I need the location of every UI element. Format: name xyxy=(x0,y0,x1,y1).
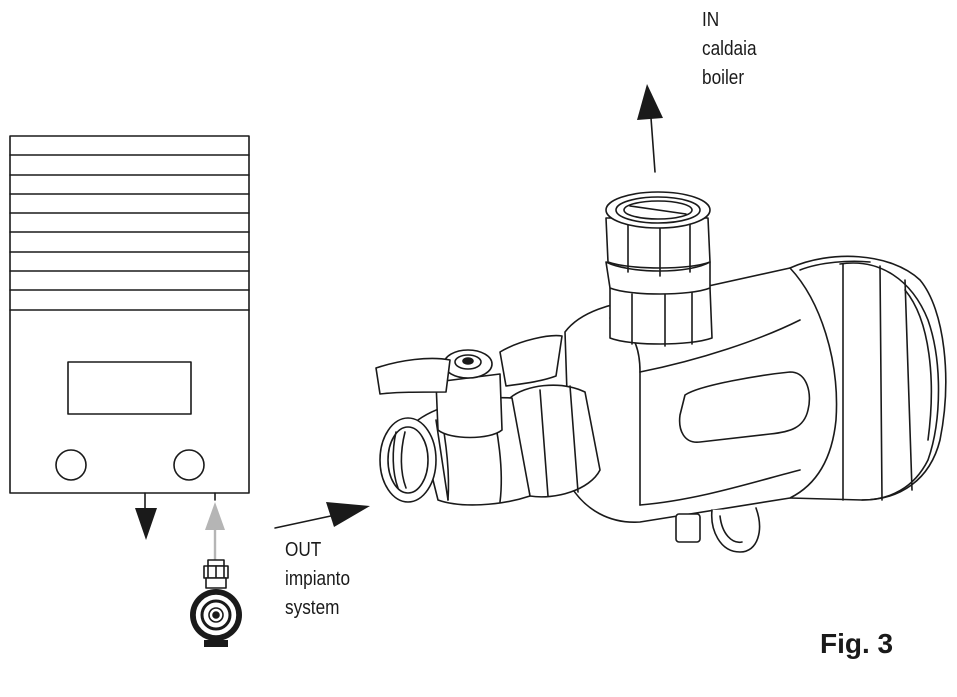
inlet-label-line-1: IN xyxy=(702,9,720,31)
boiler-display-panel xyxy=(67,361,192,415)
filter-union-nut xyxy=(509,384,601,498)
boiler-vent-grille xyxy=(9,154,250,311)
filter-inlet-fitting xyxy=(605,191,713,347)
inlet-label: IN caldaia boiler xyxy=(702,6,757,93)
valve-handle-left-wing xyxy=(375,357,451,395)
inlet-flow-arrow xyxy=(637,84,663,173)
valve-handle-right-wing xyxy=(499,334,563,387)
outlet-flow-arrow xyxy=(274,502,370,529)
inlet-label-line-3: boiler xyxy=(702,67,745,89)
outlet-label-line-3: system xyxy=(285,597,340,619)
filter-drain-valve xyxy=(675,507,761,553)
outlet-label: OUT impianto system xyxy=(285,536,350,623)
magnetic-filter xyxy=(375,191,947,553)
outlet-label-line-2: impianto xyxy=(285,568,351,590)
filter-inspection-window xyxy=(678,371,811,443)
ball-valve xyxy=(375,334,563,506)
boiler-flow-down-arrow xyxy=(135,492,157,540)
boiler-knob-right xyxy=(173,449,205,481)
boiler-unit xyxy=(9,135,250,494)
boiler-return-up-arrow xyxy=(205,492,225,564)
inlet-label-line-2: caldaia xyxy=(702,38,757,60)
figure-caption: Fig. 3 xyxy=(820,628,894,659)
outlet-label-line-1: OUT xyxy=(285,539,322,561)
boiler-cabinet xyxy=(9,135,250,494)
small-filter-unit xyxy=(190,559,242,647)
boiler-knob-left xyxy=(55,449,87,481)
